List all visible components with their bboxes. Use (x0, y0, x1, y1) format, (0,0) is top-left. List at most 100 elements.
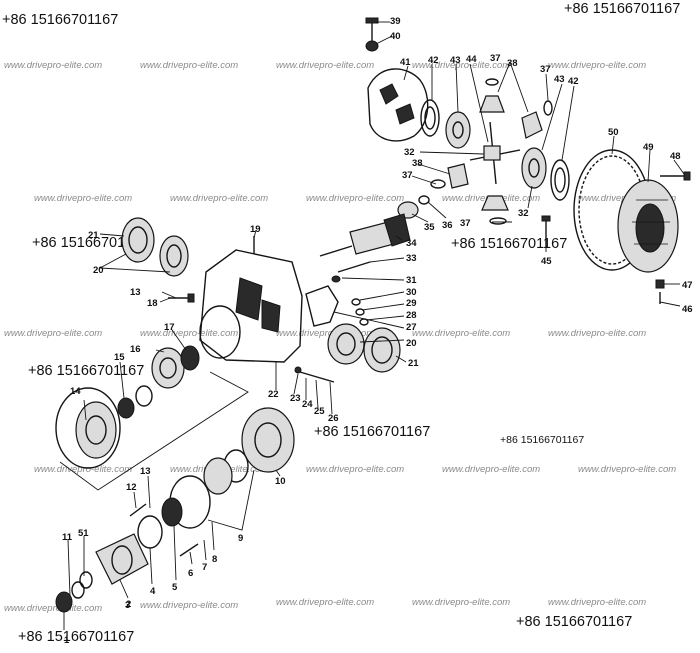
flange-bore (85, 415, 107, 445)
lock-plate (351, 298, 361, 306)
phone-label: +86 15166701167 (451, 236, 567, 252)
part-number-24: 24 (302, 399, 313, 410)
thrust-washer-inner (554, 167, 566, 193)
bearing-cup (363, 327, 401, 373)
housing-web (235, 277, 263, 321)
carrier-housing (168, 236, 401, 383)
watermark: www.drivepro-elite.com (412, 597, 510, 608)
part-number-45: 45 (541, 256, 552, 267)
part-number-39: 39 (390, 16, 401, 27)
part-number-37: 37 (402, 170, 413, 181)
bolt-part (129, 503, 147, 517)
leader-lines (63, 21, 685, 630)
washer-part (71, 581, 85, 599)
pinion-washer (430, 179, 446, 189)
small-washer (418, 195, 430, 205)
pinion-gear (481, 195, 509, 211)
part-number-19: 19 (250, 224, 261, 235)
bolt-part (179, 543, 199, 557)
bearing-cap (305, 285, 339, 327)
part-number-17: 17 (164, 322, 175, 333)
tapered-bearing-bore (336, 332, 356, 356)
seal-part (117, 397, 135, 419)
differential-case (365, 17, 570, 225)
drive-pinion (319, 213, 411, 283)
bolt-head (683, 171, 691, 181)
watermark: www.drivepro-elite.com (34, 193, 132, 204)
bracket-line (59, 371, 249, 491)
tapered-bearing (327, 323, 365, 365)
part-number-20b: 20 (406, 338, 417, 349)
watermark: www.drivepro-elite.com (276, 328, 374, 339)
tapered-bearing (151, 347, 185, 389)
oil-seal (137, 515, 163, 549)
housing-bore (199, 305, 241, 359)
side-gear-hub (528, 158, 540, 178)
bolt-head (365, 17, 379, 24)
part-number-37d: 37 (460, 218, 471, 229)
part-number-32: 32 (404, 147, 415, 158)
tapered-bearing-bore (159, 357, 177, 379)
part-number-25: 25 (314, 406, 325, 417)
watermark: www.drivepro-elite.com (34, 464, 132, 475)
bearing-carrier-bore (254, 422, 282, 458)
part-number-34: 34 (406, 238, 417, 249)
flange-part (55, 387, 121, 469)
part-number-48: 48 (670, 151, 681, 162)
flange-bore (111, 545, 133, 575)
lock-plate (355, 308, 365, 316)
part-number-21b: 21 (408, 358, 419, 369)
part-number-7: 7 (202, 562, 207, 573)
watermark: www.drivepro-elite.com (548, 597, 646, 608)
washer-part (365, 40, 379, 52)
part-number-21: 21 (88, 230, 99, 241)
watermark: www.drivepro-elite.com (4, 328, 102, 339)
part-number-43b: 43 (554, 74, 565, 85)
case-window (395, 103, 415, 125)
phone-label: +86 15166701167 (564, 1, 680, 17)
pinion-gear (447, 163, 469, 189)
side-gear-hub (452, 121, 464, 139)
flange-hub (75, 401, 117, 459)
spider-center (483, 145, 501, 161)
part-number-8: 8 (212, 554, 217, 565)
bolt-head (187, 293, 195, 303)
part-number-15: 15 (114, 352, 125, 363)
part-number-33: 33 (406, 253, 417, 264)
pinion-washer (489, 217, 507, 225)
part-number-13: 13 (140, 466, 151, 477)
phone-label: +86 15166701167 (500, 434, 584, 446)
part-number-37b: 37 (490, 53, 501, 64)
housing-web (261, 299, 281, 333)
part-number-3: 3 (125, 600, 130, 611)
watermark: www.drivepro-elite.com (578, 464, 676, 475)
part-number-41: 41 (400, 57, 411, 68)
phone-label: +86 15166701167 (2, 12, 118, 28)
side-gear (445, 111, 471, 149)
part-number-10: 10 (275, 476, 286, 487)
phone-label: +86 15166701167 (28, 363, 144, 379)
side-gear (521, 147, 547, 189)
bearing-carrier (241, 407, 295, 473)
part-number-26: 26 (328, 413, 339, 424)
watermark: www.drivepro-elite.com (306, 464, 404, 475)
part-number-12: 12 (126, 482, 137, 493)
watermark: www.drivepro-elite.com (548, 60, 646, 71)
case-hub (635, 203, 665, 253)
part-number-46: 46 (682, 304, 693, 315)
nut-part (655, 279, 665, 289)
washer-part (331, 275, 341, 283)
part-number-31: 31 (406, 275, 417, 286)
part-number-18: 18 (147, 298, 158, 309)
case-half (367, 68, 429, 142)
part-number-42b: 42 (568, 76, 579, 87)
part-number-50: 50 (608, 127, 619, 138)
left-bearing-group (121, 217, 189, 277)
ring-gear-assembly (541, 149, 691, 304)
bearing-cup (121, 217, 155, 263)
adjust-pin (299, 371, 335, 383)
pinion-gear (521, 111, 543, 139)
part-number-22: 22 (268, 389, 279, 400)
small-pin (294, 366, 302, 374)
thrust-washer (420, 99, 440, 137)
